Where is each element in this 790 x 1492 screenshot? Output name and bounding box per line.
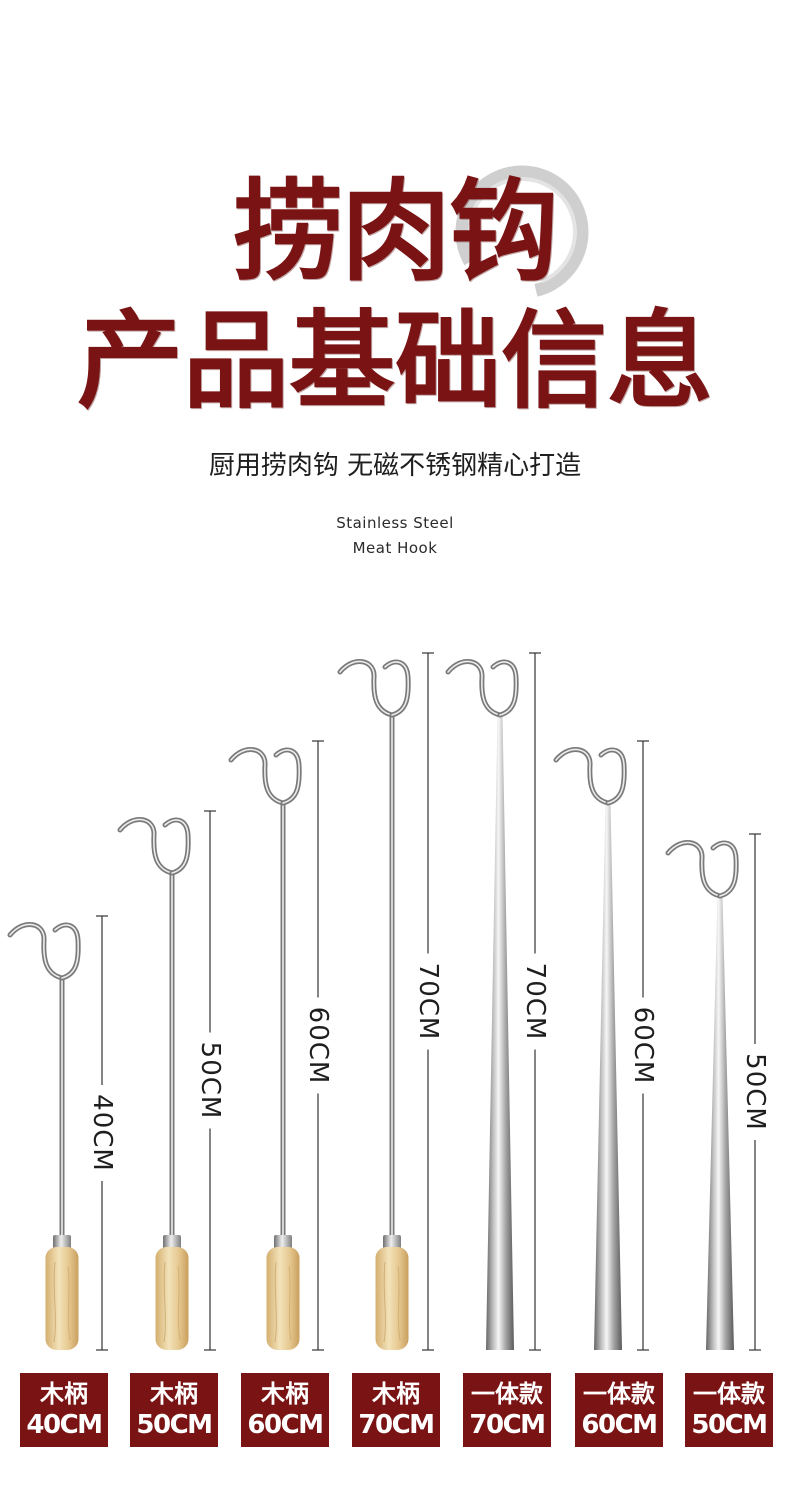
variant-type: 木柄 xyxy=(40,1380,88,1408)
hook-prong-right xyxy=(598,747,627,806)
wood-grain xyxy=(67,1265,71,1341)
hook-prong-right xyxy=(490,659,519,718)
wooden-handle xyxy=(266,1247,300,1350)
hook-prong-highlight xyxy=(447,660,501,716)
variant-type: 一体款 xyxy=(471,1380,543,1408)
wood-grain xyxy=(163,1261,166,1343)
hook-prong-highlight xyxy=(9,923,63,979)
metal-ferrule xyxy=(383,1235,401,1250)
hook-6 xyxy=(553,747,627,1350)
wood-grain xyxy=(397,1265,401,1341)
wood-grain xyxy=(53,1261,56,1343)
hook-2 xyxy=(117,817,191,1350)
hook-prong-highlight xyxy=(384,661,410,716)
variant-type: 一体款 xyxy=(693,1380,765,1408)
variant-type: 一体款 xyxy=(583,1380,655,1408)
english-line-2: Meat Hook xyxy=(352,539,438,557)
hook-1 xyxy=(7,922,81,1350)
variant-tag-5: 一体款 70CM xyxy=(463,1373,551,1447)
hook-prong-right xyxy=(382,659,411,718)
length-label: 50CM xyxy=(740,1053,770,1131)
title-line-2: 产品基础信息 xyxy=(77,298,713,423)
variant-type: 木柄 xyxy=(372,1380,420,1408)
variant-type: 木柄 xyxy=(150,1380,198,1408)
wood-grain xyxy=(177,1265,181,1341)
hook-prong-highlight xyxy=(275,749,301,804)
tapered-steel-handle xyxy=(706,896,734,1350)
hook-prong-left xyxy=(7,922,65,981)
measure-line-3: 60CM xyxy=(303,740,333,1351)
measure-line-6: 60CM xyxy=(628,740,658,1351)
hook-prong-highlight xyxy=(230,748,284,804)
variant-length: 50CM xyxy=(136,1410,213,1440)
variant-tag-4: 木柄 70CM xyxy=(352,1373,440,1447)
metal-ferrule xyxy=(53,1235,71,1250)
hook-prong-right xyxy=(52,922,81,981)
variant-length: 60CM xyxy=(581,1410,658,1440)
variant-tag-1: 木柄 40CM xyxy=(20,1373,108,1447)
variant-length: 50CM xyxy=(691,1410,768,1440)
hook-prong-highlight xyxy=(119,818,173,874)
length-label: 60CM xyxy=(303,1007,333,1085)
brush-circle-decoration xyxy=(455,165,589,299)
metal-ferrule xyxy=(163,1235,181,1250)
subtitle: 厨用捞肉钩 无磁不锈钢精心打造 xyxy=(208,451,582,481)
measure-line-1: 40CM xyxy=(87,915,117,1351)
variant-length: 60CM xyxy=(247,1410,324,1440)
hook-prong-left xyxy=(553,747,611,806)
hook-prong-left xyxy=(117,817,175,876)
variant-length: 40CM xyxy=(26,1410,103,1440)
hook-prong-highlight xyxy=(667,841,721,897)
variant-length: 70CM xyxy=(358,1410,435,1440)
hook-prong-right xyxy=(162,817,191,876)
hook-prong-right xyxy=(273,747,302,806)
length-label: 40CM xyxy=(87,1094,117,1172)
wooden-handle xyxy=(375,1247,409,1350)
variant-tag-3: 木柄 60CM xyxy=(241,1373,329,1447)
hook-prong-highlight xyxy=(54,924,80,979)
hook-5 xyxy=(445,659,519,1350)
measure-line-2: 50CM xyxy=(195,810,225,1351)
length-label: 70CM xyxy=(520,963,550,1041)
english-title: Stainless Steel Meat Hook xyxy=(0,511,790,561)
variant-type: 木柄 xyxy=(261,1380,309,1408)
title-line-1: 捞肉钩 xyxy=(233,167,559,296)
wood-grain xyxy=(383,1261,386,1343)
wooden-handle xyxy=(155,1247,189,1350)
hook-7 xyxy=(665,840,739,1350)
hook-prong-highlight xyxy=(555,748,609,804)
measure-line-5: 70CM xyxy=(520,652,550,1351)
hook-prong-highlight xyxy=(712,842,738,897)
length-label: 50CM xyxy=(195,1042,225,1120)
tapered-steel-handle xyxy=(486,715,514,1350)
variant-length: 70CM xyxy=(469,1410,546,1440)
variant-tag-7: 一体款 50CM xyxy=(685,1373,773,1447)
hook-prong-left xyxy=(337,659,395,718)
measure-line-7: 50CM xyxy=(740,833,770,1351)
hook-prong-right xyxy=(710,840,739,899)
measure-line-4: 70CM xyxy=(413,652,443,1351)
wood-grain xyxy=(288,1265,292,1341)
hook-prong-highlight xyxy=(600,749,626,804)
length-label: 60CM xyxy=(628,1007,658,1085)
hook-prong-highlight xyxy=(492,661,518,716)
hook-prong-left xyxy=(445,659,503,718)
variant-tag-2: 木柄 50CM xyxy=(130,1373,218,1447)
wood-grain xyxy=(274,1261,277,1343)
english-line-1: Stainless Steel xyxy=(336,514,454,532)
length-label: 70CM xyxy=(413,963,443,1041)
hook-prong-left xyxy=(665,840,723,899)
hook-3 xyxy=(228,747,302,1350)
hooks-illustration: 40CM 50CM 60CM 70CM 70CM 60CM 50CM xyxy=(7,652,770,1351)
wooden-handle xyxy=(45,1247,79,1350)
hook-prong-highlight xyxy=(164,819,190,874)
hook-prong-left xyxy=(228,747,286,806)
metal-ferrule xyxy=(274,1235,292,1250)
tapered-steel-handle xyxy=(594,803,622,1350)
hook-4 xyxy=(337,659,411,1350)
hook-prong-highlight xyxy=(339,660,393,716)
variant-tag-6: 一体款 60CM xyxy=(575,1373,663,1447)
